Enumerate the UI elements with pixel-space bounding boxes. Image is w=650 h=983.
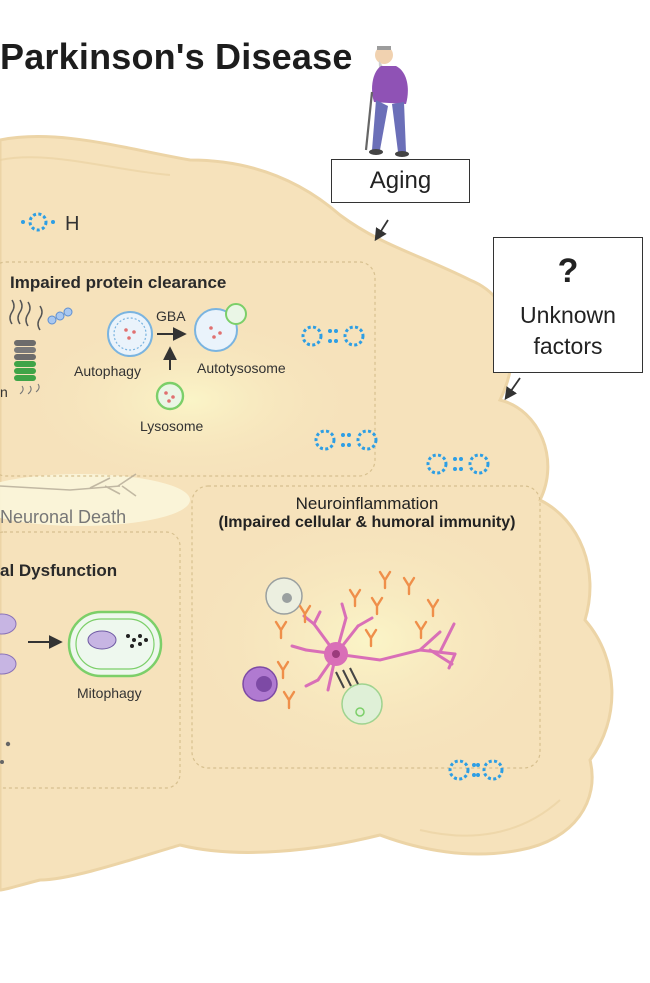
lysosome-label: Lysosome — [140, 418, 204, 434]
protein-clearance-panel — [0, 261, 376, 477]
ros-molecule-icon — [448, 759, 504, 781]
ros-bonds — [21, 220, 480, 777]
unknown-factors-label: Unknown factors — [520, 302, 616, 359]
debris-dots — [0, 741, 11, 764]
neuroinflammation-title: Neuroinflammation — [295, 494, 439, 513]
neuron-nucleus — [332, 650, 340, 658]
hydrogen-label: H — [65, 213, 80, 235]
lysosome-icon — [155, 381, 185, 411]
mitophagosome-icon — [67, 610, 163, 678]
autophagy-label: Autophagy — [74, 363, 141, 379]
neuroinflammation-subtitle: (Impaired cellular & humoral immunity) — [218, 514, 516, 531]
antibody-icon — [274, 570, 440, 710]
mitophagy-label: Mitophagy — [77, 685, 142, 701]
ros-molecule-icon — [314, 429, 378, 451]
autophagosome-icon — [107, 311, 153, 357]
synapse-icon — [335, 667, 359, 689]
ros-molecule-icon — [426, 453, 490, 475]
oligomer-icon — [47, 307, 73, 325]
ros-molecule-icon — [301, 325, 365, 347]
mito-panel — [0, 531, 181, 789]
page-title: Parkinson's Disease — [0, 36, 353, 77]
autolysosome-icon — [194, 303, 247, 352]
neuron-icon — [290, 602, 457, 692]
mitochondrion-icon — [0, 613, 17, 675]
neuroinflammation-heading: Neuroinflammation (Impaired cellular & h… — [194, 494, 540, 532]
aging-arrow — [374, 219, 389, 242]
mito-dysfunction-title: al Dysfunction — [0, 561, 118, 580]
question-mark-icon: ? — [557, 252, 579, 290]
b-cell-icon — [341, 683, 383, 725]
elderly-person-icon — [364, 46, 409, 157]
aging-label: Aging — [369, 167, 432, 194]
fragment-label: n — [0, 384, 8, 400]
protein-fibril-icon — [9, 299, 43, 331]
t-cell-icon — [242, 666, 278, 702]
protein-clearance-title: Impaired protein clearance — [10, 273, 227, 292]
fibril-stack-icon — [14, 340, 40, 395]
aging-box: Aging — [331, 159, 470, 203]
dying-neuron-icon — [0, 473, 137, 497]
ros-molecule-icon — [28, 212, 48, 232]
autolysosome-label: Autotysosome — [197, 360, 286, 376]
neuronal-death-label: Neuronal Death — [0, 507, 127, 527]
neuroinflammation-panel — [191, 485, 541, 769]
unknown-arrow — [504, 377, 521, 401]
microglia-icon — [265, 577, 303, 615]
unknown-factors-box: ? Unknown factors — [493, 237, 643, 373]
gba-label: GBA — [156, 308, 186, 324]
